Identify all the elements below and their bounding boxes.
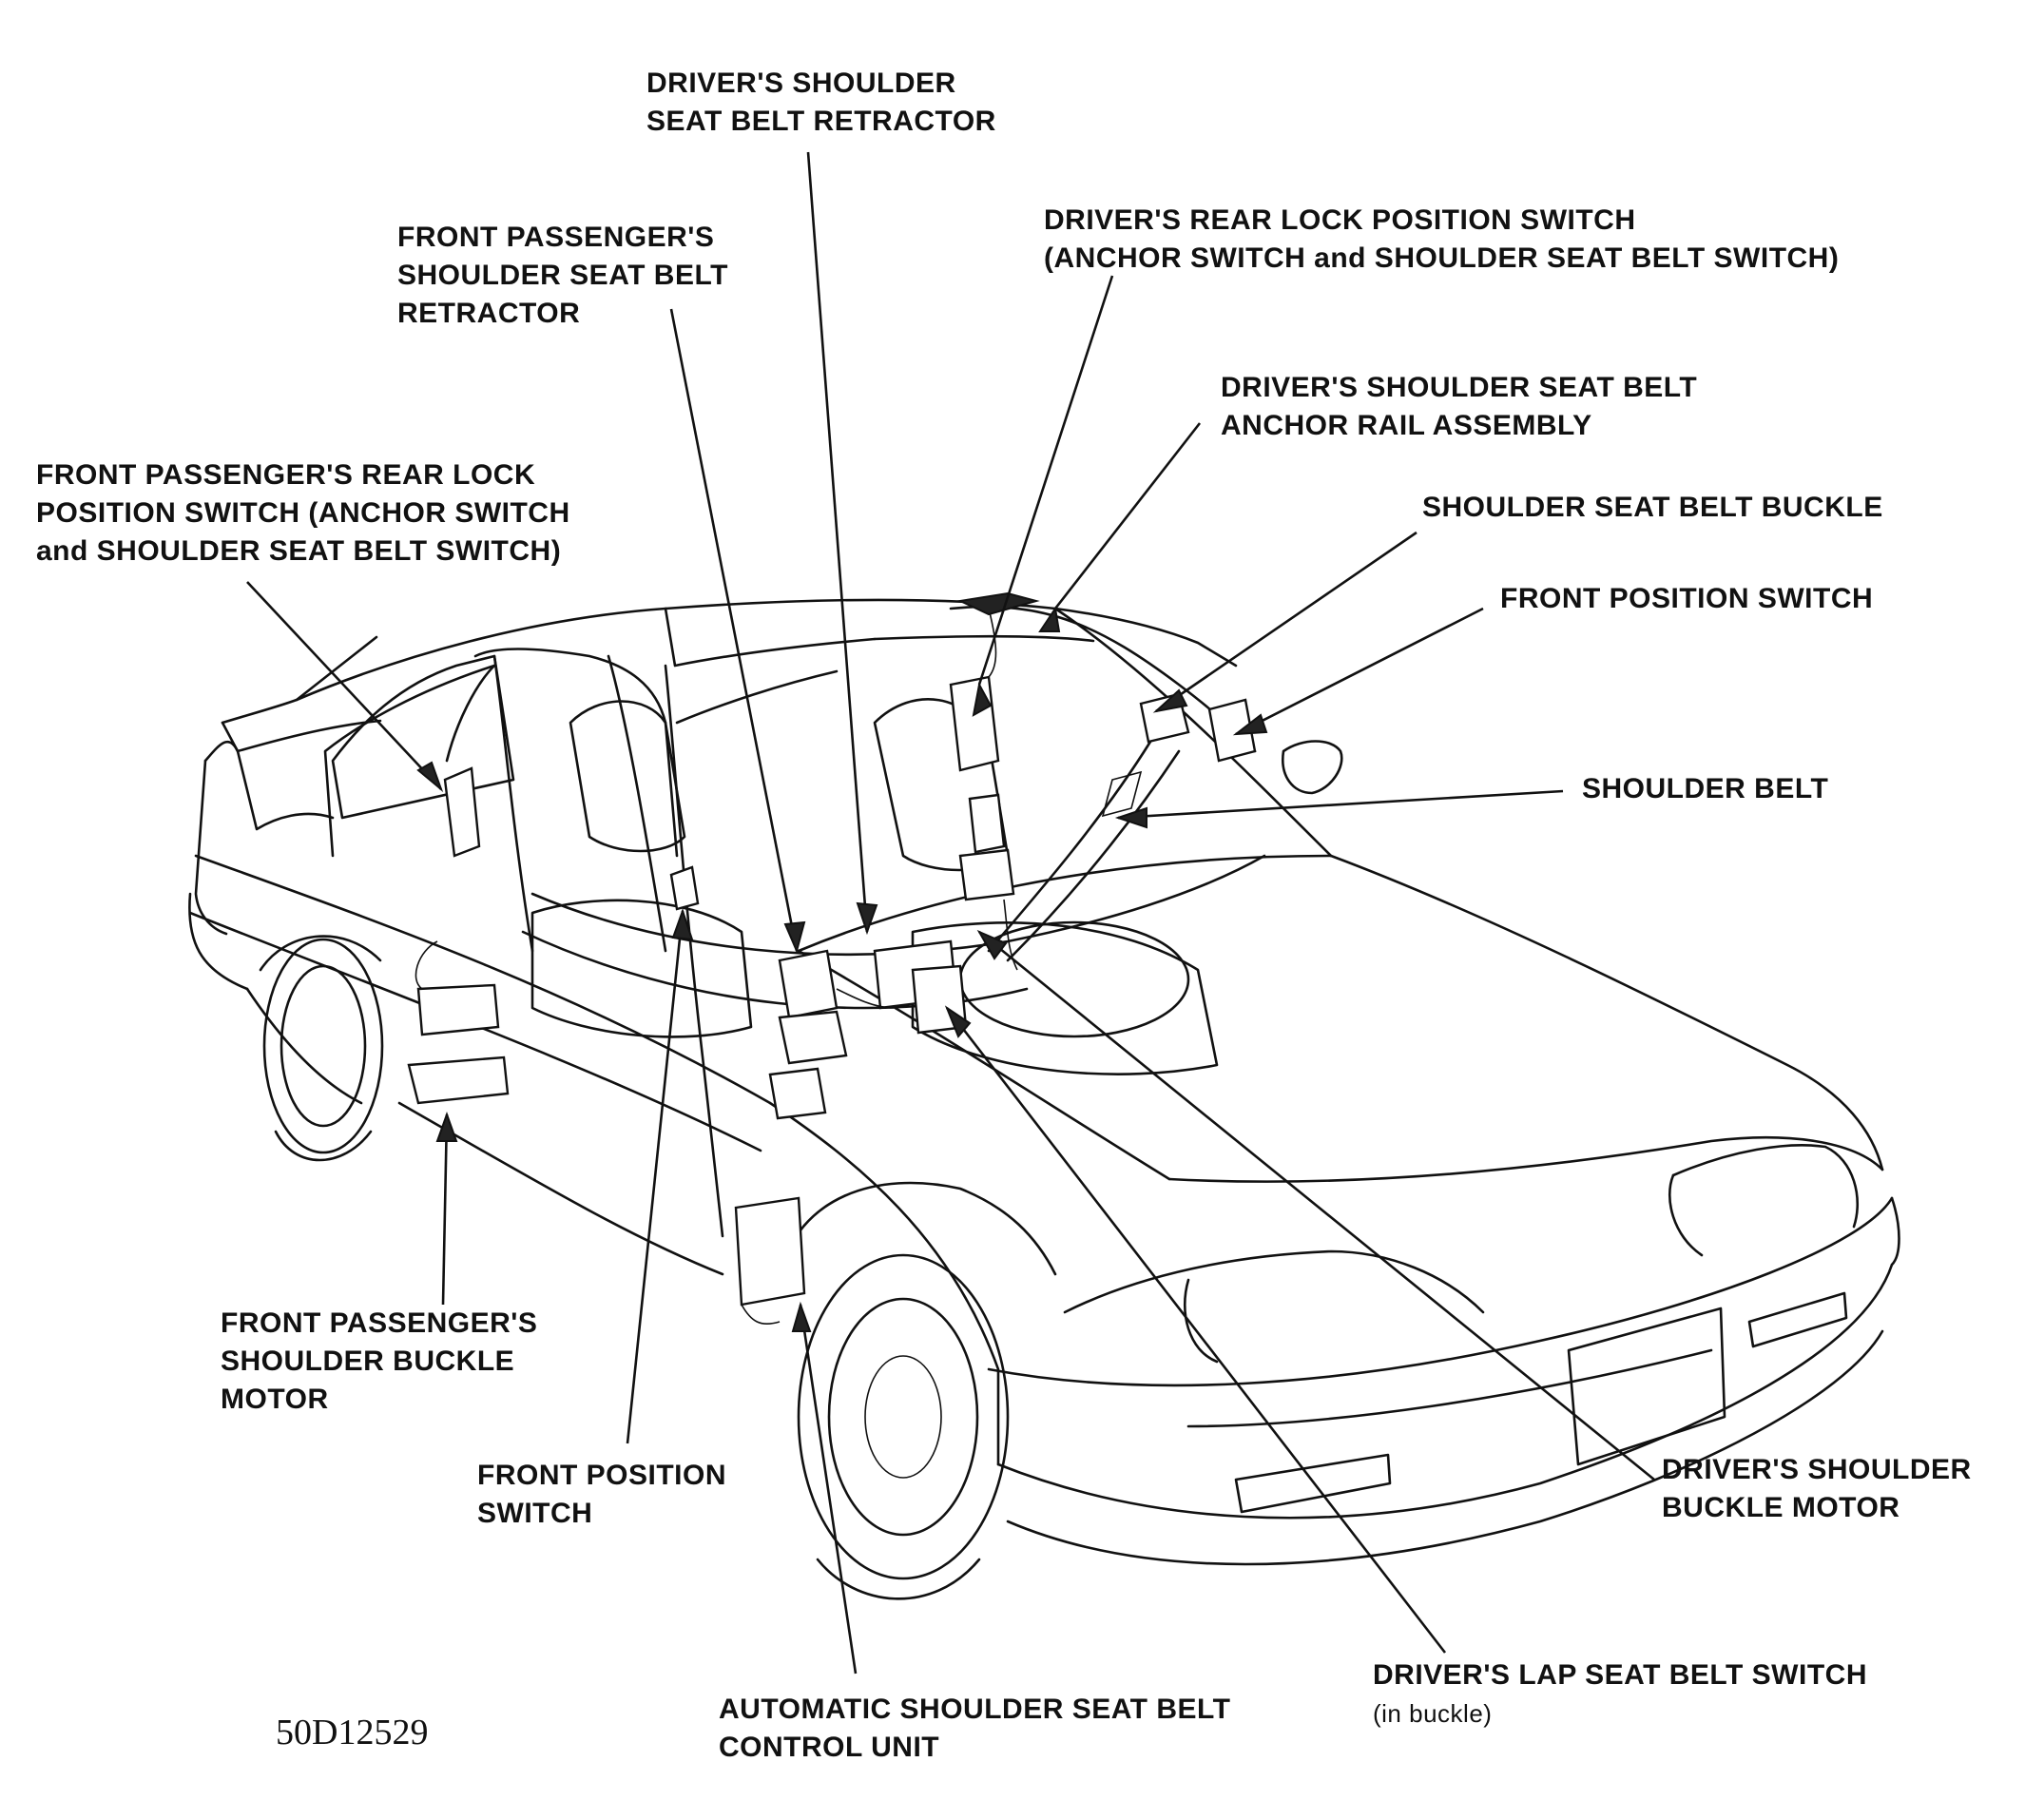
label-drivers-shoulder-retractor: DRIVER'S SHOULDER SEAT BELT RETRACTOR — [646, 65, 996, 141]
leader-drivers-rear-lock — [977, 275, 1114, 686]
label-line: FRONT POSITION SWITCH — [1500, 583, 1874, 614]
label-line: CONTROL UNIT — [719, 1732, 940, 1763]
label-line: DRIVER'S LAP SEAT BELT SWITCH — [1373, 1659, 1867, 1691]
label-front-passenger-rear-lock-switch: FRONT PASSENGER'S REAR LOCK POSITION SWI… — [36, 456, 570, 571]
label-line: RETRACTOR — [397, 298, 581, 329]
label-line: SEAT BELT RETRACTOR — [646, 106, 996, 137]
label-line: MOTOR — [221, 1384, 329, 1415]
figure-id: 50D12529 — [276, 1713, 429, 1752]
leader-front-position-right — [1235, 607, 1484, 736]
label-line: FRONT PASSENGER'S — [397, 222, 715, 253]
label-line: DRIVER'S REAR LOCK POSITION SWITCH — [1044, 204, 1636, 236]
label-line: SHOULDER BELT — [1582, 773, 1829, 804]
label-line: DRIVER'S SHOULDER — [1662, 1454, 1972, 1485]
seat-belt-components — [407, 591, 1257, 1326]
label-line: (in buckle) — [1373, 1699, 1493, 1728]
label-line: SHOULDER SEAT BELT BUCKLE — [1422, 492, 1883, 523]
label-line: SWITCH — [477, 1498, 593, 1529]
leader-front-position-left — [626, 910, 685, 1444]
label-line: ANCHOR RAIL ASSEMBLY — [1221, 410, 1592, 441]
label-drivers-anchor-rail: DRIVER'S SHOULDER SEAT BELT ANCHOR RAIL … — [1221, 369, 1697, 445]
leader-drivers-buckle-motor — [978, 930, 1655, 1481]
label-line: BUCKLE MOTOR — [1662, 1492, 1900, 1523]
label-line: (ANCHOR SWITCH and SHOULDER SEAT BELT SW… — [1044, 242, 1840, 274]
leader-control-unit — [799, 1304, 858, 1675]
label-line: FRONT PASSENGER'S — [221, 1307, 538, 1339]
leader-anchor-rail — [1053, 422, 1202, 610]
label-front-position-switch-right: FRONT POSITION SWITCH — [1500, 580, 1873, 618]
leader-passenger-rear-lock — [246, 581, 442, 790]
label-line: and SHOULDER SEAT BELT SWITCH) — [36, 535, 562, 567]
label-control-unit: AUTOMATIC SHOULDER SEAT BELT CONTROL UNI… — [719, 1691, 1230, 1767]
label-shoulder-seat-belt-buckle: SHOULDER SEAT BELT BUCKLE — [1422, 489, 1883, 527]
label-line: SHOULDER SEAT BELT — [397, 260, 728, 291]
label-line: POSITION SWITCH (ANCHOR SWITCH — [36, 497, 570, 529]
leader-shoulder-buckle — [1155, 531, 1418, 713]
leader-passenger-retractor — [669, 308, 799, 952]
label-front-passenger-buckle-motor: FRONT PASSENGER'S SHOULDER BUCKLE MOTOR — [221, 1305, 537, 1419]
label-line: SHOULDER BUCKLE — [221, 1346, 515, 1377]
label-drivers-shoulder-buckle-motor: DRIVER'S SHOULDER BUCKLE MOTOR — [1662, 1451, 1972, 1527]
leader-drivers-retractor — [806, 151, 869, 933]
arrowheads — [416, 606, 1268, 1332]
label-front-passenger-shoulder-retractor: FRONT PASSENGER'S SHOULDER SEAT BELT RET… — [397, 219, 728, 333]
label-line: DRIVER'S SHOULDER — [646, 68, 956, 99]
label-shoulder-belt: SHOULDER BELT — [1582, 770, 1828, 808]
label-line: FRONT POSITION — [477, 1460, 726, 1491]
leader-lap-switch — [945, 1007, 1447, 1654]
label-line: FRONT PASSENGER'S REAR LOCK — [36, 459, 536, 491]
leader-passenger-buckle-motor — [441, 1113, 449, 1306]
label-drivers-lap-switch: DRIVER'S LAP SEAT BELT SWITCH (in buckle… — [1373, 1656, 1867, 1733]
label-front-position-switch-left: FRONT POSITION SWITCH — [477, 1457, 726, 1533]
label-line: AUTOMATIC SHOULDER SEAT BELT — [719, 1694, 1231, 1725]
leader-shoulder-belt — [1117, 789, 1564, 820]
label-line: DRIVER'S SHOULDER SEAT BELT — [1221, 372, 1698, 403]
leader-lines — [246, 151, 1655, 1675]
label-drivers-rear-lock-switch: DRIVER'S REAR LOCK POSITION SWITCH (ANCH… — [1044, 202, 1839, 278]
car-body — [188, 598, 1900, 1600]
